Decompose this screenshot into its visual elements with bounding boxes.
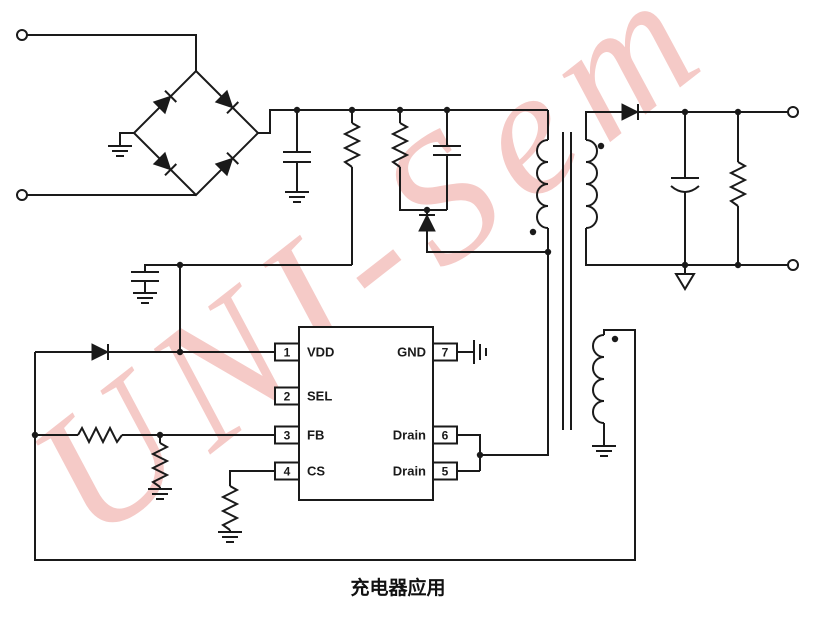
pin-label-gnd: GND [397,345,426,360]
primary-winding [536,139,549,229]
aux-phase-dot [611,335,619,343]
junction-dot [681,108,689,116]
ground-icon [591,445,617,457]
pin-label-sel: SEL [307,389,332,404]
bridge-rectifier [107,69,260,197]
pin-number: 2 [284,390,291,404]
aux-winding-coil [592,334,605,424]
controller-ic: 1 2 3 4 7 6 5 VDD SEL FB CS GND Drain Dr… [274,326,458,501]
ground-icon [217,531,243,543]
transformer [480,110,788,456]
junction-dot [734,261,742,269]
wire-aux-feedback-rail [34,329,636,561]
chassis-ground-icon [674,273,696,291]
wire-ac-top [27,34,197,71]
junction-dot [734,108,742,116]
pin-label-vdd: VDD [307,345,334,360]
capacitor-curved-plate [670,185,700,193]
output-load-resistor [730,161,746,207]
wire-vdd-branch [144,264,352,293]
pin-number: 7 [442,346,449,360]
wire-secondary-top [585,111,622,140]
output-terminal-positive [787,106,799,118]
secondary-phase-dot [597,142,605,150]
aux-winding [591,334,619,457]
pin-label-fb: FB [307,428,324,443]
pin-number: 3 [284,429,291,443]
pin-label-cs: CS [307,464,325,479]
pin-number: 4 [284,465,291,479]
bridge-diamond [132,69,260,197]
junction-dot [443,106,451,114]
vdd-pin-wiring [35,343,275,361]
primary-phase-dot [529,228,537,236]
junction-dot [681,261,689,269]
pin-number: 6 [442,429,449,443]
input-filter-capacitor [283,110,311,203]
wire-bridge-ground [119,132,134,146]
junction-dots [31,106,742,459]
junction-dot [176,348,184,356]
ac-input [16,29,197,201]
output-stage [621,103,799,291]
junction-dot [476,451,484,459]
ac-terminal-bottom [16,189,28,201]
junction-dot [156,431,164,439]
pin-label-drain: Drain [393,464,426,479]
junction-dot [176,261,184,269]
wire-snubber [399,110,448,211]
vdd-supply-branch [131,264,352,352]
ground-icon [107,145,133,157]
junction-dot [293,106,301,114]
cs-resistor [222,485,238,531]
wire-drain [457,434,481,472]
snubber-network [392,110,461,211]
junction-dot [348,106,356,114]
junction-dot [423,206,431,214]
wire-primary-to-drain [480,228,549,456]
cs-pin-wiring [217,470,275,543]
junction-dot [396,106,404,114]
pin-2-box [274,386,300,406]
drain-pin-wiring [457,434,481,472]
pin-label-drain: Drain [393,428,426,443]
pin-number: 1 [284,346,291,360]
pin-number: 5 [442,465,449,479]
ac-terminal-top [16,29,28,41]
wire-secondary-bottom [585,228,788,266]
gnd-pin-wiring [457,340,487,364]
secondary-winding [585,139,598,229]
diagram-title: 充电器应用 [350,576,445,599]
ic-body [298,326,434,501]
wire-dc-bus [258,109,548,134]
output-terminal-negative [787,259,799,271]
junction-dot [31,431,39,439]
junction-dot [544,248,552,256]
